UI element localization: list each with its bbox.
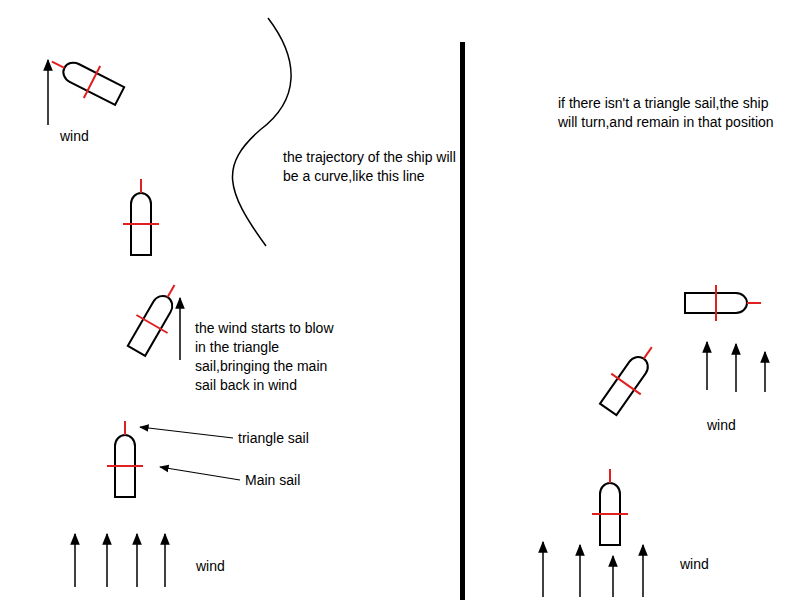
wind-arrow [106, 534, 108, 587]
wind-arrow [612, 556, 614, 597]
wind-label: wind [707, 416, 736, 435]
ship [44, 46, 128, 113]
ship [123, 179, 159, 255]
wind-arrow [764, 352, 766, 392]
part-label: Main sail [245, 471, 300, 490]
trajectory-curve [232, 18, 291, 246]
wind-label: wind [680, 555, 709, 574]
wind-arrow [642, 545, 644, 597]
ship [593, 337, 666, 420]
ship [592, 469, 628, 545]
note: the wind starts to blow in the triangle … [195, 319, 337, 395]
ship [121, 276, 190, 360]
wind-arrow [179, 298, 181, 360]
wind-arrow [47, 60, 49, 125]
part-label: triangle sail [238, 429, 309, 448]
note: the trajectory of the ship will be a cur… [283, 148, 458, 186]
wind-arrow [164, 534, 166, 587]
leader-arrow [140, 427, 233, 438]
ship [107, 421, 143, 497]
wind-arrow [74, 534, 76, 587]
ship [685, 285, 761, 321]
wind-label: wind [196, 557, 225, 576]
wind-arrow [542, 542, 544, 597]
divider-line [460, 42, 465, 600]
wind-arrow [735, 344, 737, 392]
wind-arrow [136, 534, 138, 587]
leader-arrow [160, 467, 240, 480]
wind-arrow [579, 545, 581, 597]
wind-arrow [706, 342, 708, 390]
note: if there isn't a triangle sail,the ship … [558, 94, 786, 132]
wind-arrows [48, 60, 765, 597]
wind-label: wind [60, 127, 89, 146]
